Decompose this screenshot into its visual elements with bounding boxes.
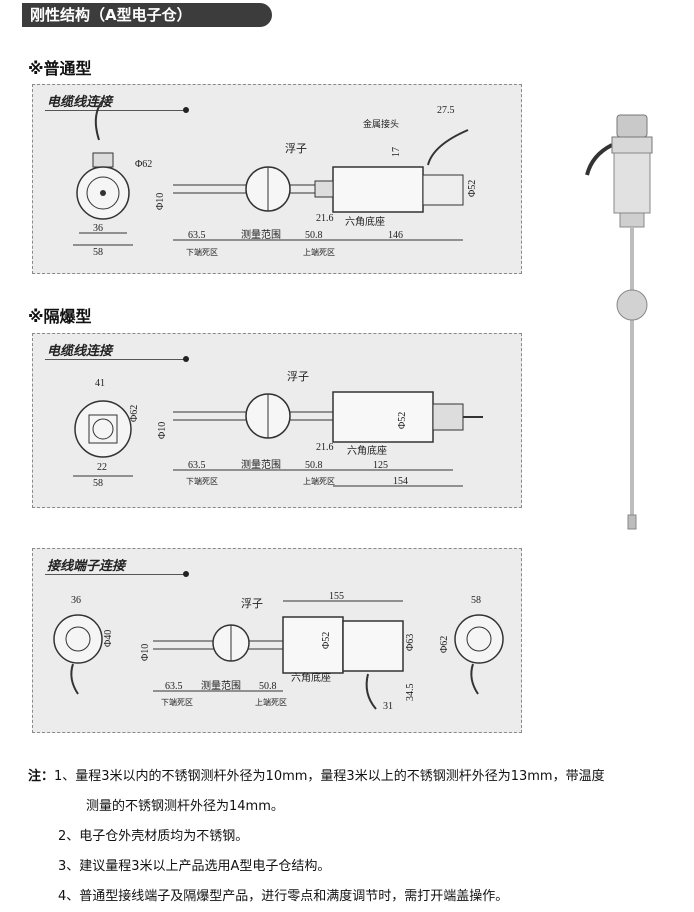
dim-27-5: 27.5: [437, 105, 455, 116]
dim-63-5: 63.5: [165, 681, 183, 692]
label-float: 浮子: [241, 597, 263, 610]
dim-22: 22: [97, 462, 107, 473]
dim-phi62: Φ62: [439, 636, 450, 653]
label-lower-dead: 下端死区: [186, 476, 218, 486]
note-2: 2、电子仓外壳材质均为不锈钢。: [28, 822, 688, 852]
dim-phi10: Φ10: [155, 193, 166, 210]
dim-146: 146: [388, 230, 403, 241]
label-upper-dead: 上端死区: [303, 476, 335, 486]
dim-36: 36: [93, 223, 103, 234]
dim-phi63: Φ63: [405, 634, 416, 651]
section-heading-standard: ※普通型: [28, 59, 92, 78]
dim-31: 31: [383, 701, 393, 712]
label-range: 测量范围: [241, 228, 281, 241]
note-4: 4、普通型接线端子及隔爆型产品，进行零点和满度调节时，需打开端盖操作。: [28, 882, 688, 912]
label-metal-joint: 金属接头: [363, 118, 399, 129]
dim-36: 36: [71, 595, 81, 606]
dim-phi52: Φ52: [397, 412, 408, 429]
dim-phi52: Φ52: [321, 632, 332, 649]
label-upper-dead: 上端死区: [303, 247, 335, 257]
dim-21-6: 21.6: [316, 213, 334, 224]
note-1: 注：1、量程3米以内的不锈钢测杆外径为10mm，量程3米以上的不锈钢测杆外径为1…: [28, 762, 688, 792]
panel-underline: [45, 359, 185, 360]
dim-phi10: Φ10: [140, 644, 151, 661]
dim-17: 17: [391, 147, 402, 157]
dim-phi62: Φ62: [129, 405, 140, 422]
note-text: 3、建议量程3米以上产品选用A型电子仓结构。: [58, 859, 331, 874]
dim-125: 125: [373, 460, 388, 471]
dim-phi10: Φ10: [157, 422, 168, 439]
dim-phi40: Φ40: [103, 630, 114, 647]
note-text: 4、普通型接线端子及隔爆型产品，进行零点和满度调节时，需打开端盖操作。: [58, 889, 509, 904]
note-1-continued: 测量的不锈钢测杆外径为14mm。: [28, 792, 688, 822]
diagram-terminal: 36 Φ40 Φ10 浮子 155 Φ52 Φ63 34.5 31 六角底座 6…: [53, 591, 504, 712]
label-float: 浮子: [287, 370, 309, 383]
label-hex-base: 六角底座: [291, 671, 331, 684]
diagram-panel-terminal: 接线端子连接 36 Φ40 Φ10 浮子 155 Φ52 Φ63 34.5 31…: [32, 548, 522, 733]
dim-50-8: 50.8: [259, 681, 277, 692]
notes-prefix: 注：: [28, 769, 55, 784]
dim-21-6: 21.6: [316, 442, 334, 453]
dim-50-8: 50.8: [305, 230, 323, 241]
page-title: 刚性结构（A型电子仓）: [22, 3, 272, 27]
label-upper-dead: 上端死区: [255, 697, 287, 707]
dim-58-right: 58: [471, 595, 481, 606]
dim-41: 41: [95, 378, 105, 389]
notes-block: 注：1、量程3米以内的不锈钢测杆外径为10mm，量程3米以上的不锈钢测杆外径为1…: [28, 762, 688, 912]
panel-label: 电缆线连接: [47, 95, 113, 110]
diagram-standard: Φ62 36 58 Φ10 浮子 金属接头 27.5 17 Φ52 21.6 六…: [73, 99, 478, 258]
panel-underline: [45, 110, 185, 111]
diagram-panel-explosion-proof: 电缆线连接 41 Φ62 22 58 Φ10 浮子 Φ52 21.6 六角底座 …: [32, 333, 522, 508]
diagram-panel-standard: 电缆线连接 Φ62 36 58 Φ10 浮子 金属接头 27.5 17 Φ52 …: [32, 84, 522, 274]
diagram-explosion-proof: 41 Φ62 22 58 Φ10 浮子 Φ52 21.6 六角底座 63.5 测…: [73, 370, 483, 489]
dim-phi62: Φ62: [135, 159, 152, 170]
panel-dot: [183, 356, 189, 362]
label-hex-base: 六角底座: [345, 215, 385, 228]
dim-50-8: 50.8: [305, 460, 323, 471]
note-text: 测量的不锈钢测杆外径为14mm。: [86, 799, 284, 814]
label-range: 测量范围: [241, 458, 281, 471]
panel-underline: [45, 574, 185, 575]
dim-155: 155: [329, 591, 344, 602]
dim-phi52: Φ52: [467, 180, 478, 197]
panel-label: 接线端子连接: [47, 559, 126, 574]
panel-dot: [183, 571, 189, 577]
dim-58: 58: [93, 478, 103, 489]
label-lower-dead: 下端死区: [186, 247, 218, 257]
note-3: 3、建议量程3米以上产品选用A型电子仓结构。: [28, 852, 688, 882]
label-lower-dead: 下端死区: [161, 697, 193, 707]
dim-154: 154: [393, 476, 408, 487]
dim-34-5: 34.5: [405, 684, 416, 702]
panel-label: 电缆线连接: [47, 344, 113, 359]
label-hex-base: 六角底座: [347, 444, 387, 457]
product-photo: [585, 114, 653, 530]
panel-dot: [183, 107, 189, 113]
label-range: 测量范围: [201, 679, 241, 692]
dim-58: 58: [93, 247, 103, 258]
dim-63-5: 63.5: [188, 230, 206, 241]
note-text: 1、量程3米以内的不锈钢测杆外径为10mm，量程3米以上的不锈钢测杆外径为13m…: [54, 769, 605, 784]
note-text: 2、电子仓外壳材质均为不锈钢。: [58, 829, 249, 844]
label-float: 浮子: [285, 142, 307, 155]
section-heading-explosion-proof: ※隔爆型: [28, 307, 92, 326]
dim-63-5: 63.5: [188, 460, 206, 471]
